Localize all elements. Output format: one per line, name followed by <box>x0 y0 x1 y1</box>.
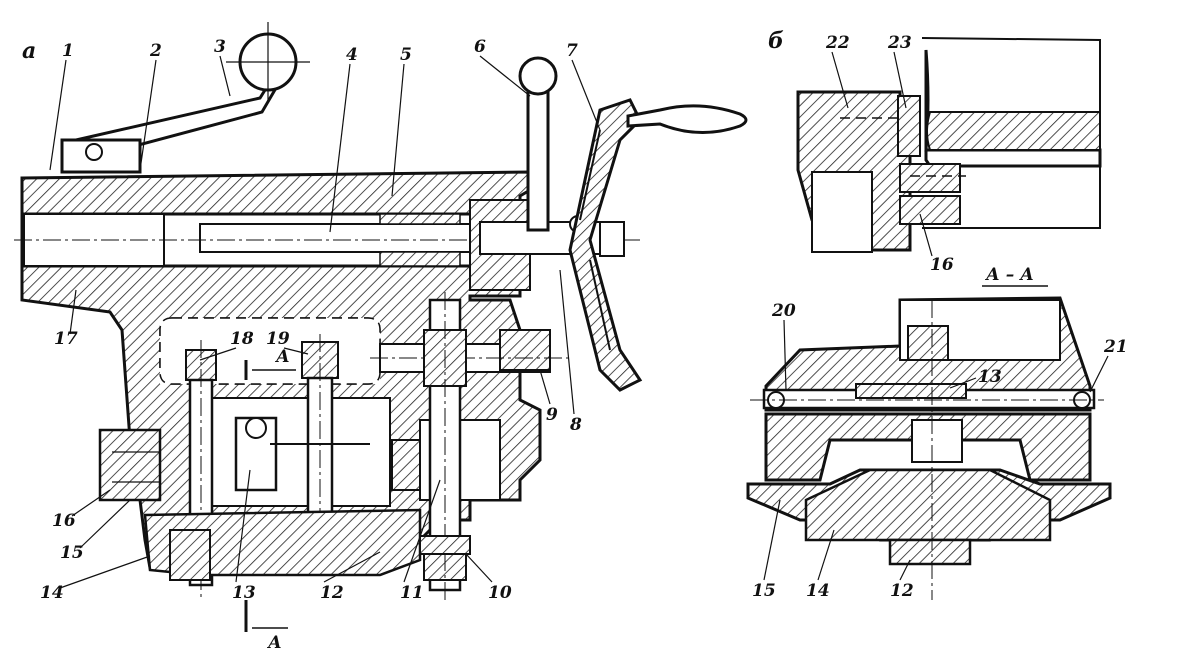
callout-14: 14 <box>40 583 64 603</box>
callout-17: 17 <box>54 329 78 349</box>
callout-15-section: 15 <box>752 581 776 601</box>
callout-23: 23 <box>887 33 912 53</box>
view-b-detail: б 22 23 16 <box>768 28 1102 275</box>
callout-16: 16 <box>52 511 76 531</box>
callout-1: 1 <box>62 41 74 61</box>
view-a-section <box>14 22 748 600</box>
callout-5: 5 <box>400 45 412 65</box>
view-aa-section: А – А 20 21 13 15 14 12 <box>746 265 1128 601</box>
callout-13-section: 13 <box>978 367 1002 387</box>
callout-22: 22 <box>825 33 850 53</box>
section-mark-lower: А <box>266 633 282 653</box>
section-mark-upper: А <box>274 347 290 367</box>
callout-4: 4 <box>346 45 358 65</box>
callout-14-section: 14 <box>806 581 830 601</box>
callout-3: 3 <box>214 37 226 57</box>
callout-20: 20 <box>771 301 796 321</box>
view-a-labels: а 1 2 3 4 5 6 7 8 9 10 11 12 13 14 15 16… <box>22 37 601 653</box>
callout-7: 7 <box>566 41 578 61</box>
callout-12-section: 12 <box>890 581 914 601</box>
callout-2: 2 <box>149 41 162 61</box>
callout-10: 10 <box>488 583 512 603</box>
callout-6: 6 <box>474 37 486 57</box>
view-b-tag: б <box>768 28 784 54</box>
callout-18: 18 <box>230 329 254 349</box>
callout-16-detail: 16 <box>930 255 954 275</box>
callout-8: 8 <box>569 415 582 435</box>
callout-11: 11 <box>400 583 424 603</box>
callout-19: 19 <box>266 329 290 349</box>
callout-15: 15 <box>60 543 84 563</box>
callout-12: 12 <box>320 583 344 603</box>
callout-13: 13 <box>232 583 256 603</box>
view-a-tag: а <box>22 38 36 64</box>
callout-9: 9 <box>546 405 558 425</box>
callout-21: 21 <box>1103 337 1128 357</box>
view-aa-title: А – А <box>984 265 1034 285</box>
